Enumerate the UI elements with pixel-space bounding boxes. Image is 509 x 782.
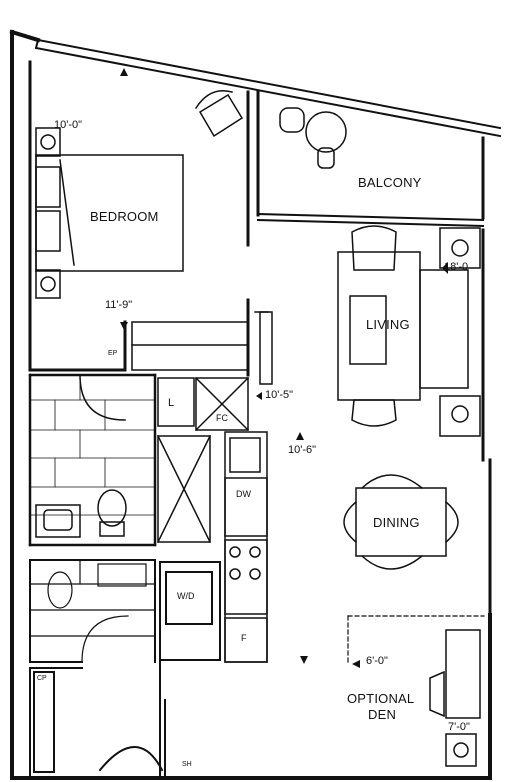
dim-bedroom-width: 10'-0" (54, 119, 83, 131)
bed (35, 154, 184, 272)
exterior-walls (9, 29, 492, 780)
powder-room (29, 559, 156, 663)
label-balcony: BALCONY (358, 175, 422, 190)
den-furniture (429, 629, 481, 767)
label-den-line2: DEN (368, 707, 397, 722)
label-washer-dryer: W/D (177, 591, 195, 601)
bedroom-closet (131, 311, 273, 385)
label-bedroom: BEDROOM (90, 209, 159, 224)
label-den-line1: OPTIONAL (347, 691, 415, 706)
label-living: LIVING (366, 317, 410, 332)
label-electrical-panel: EP (108, 350, 118, 357)
label-closet-cp: CP (37, 675, 47, 682)
dim-den-length: 7'-0" (448, 721, 470, 733)
dining-table (343, 474, 459, 570)
bathroom (28, 373, 157, 547)
entry-area (29, 659, 166, 779)
laundry (159, 561, 221, 661)
nightstands (35, 127, 61, 299)
dim-den-width: 6'-0" (366, 655, 388, 667)
dim-living-length: 10'-5" (265, 389, 294, 401)
label-shelf: SH (182, 761, 192, 768)
bathroom-tiles (29, 374, 156, 516)
label-coat-closet: FC (216, 413, 228, 423)
exterior-right (481, 136, 492, 614)
label-linen: L (168, 397, 175, 409)
powder-fixtures (29, 559, 156, 663)
label-fridge: F (241, 633, 247, 643)
bedroom-chair (194, 90, 244, 138)
bedroom-walls (28, 60, 260, 377)
kitchen (224, 431, 268, 663)
dim-bedroom-length: 11'-9" (105, 299, 133, 311)
balcony-furniture (279, 107, 347, 169)
label-dishwasher: DW (236, 489, 251, 499)
dim-dining-length: 10'-6" (288, 444, 317, 456)
den (347, 615, 485, 663)
label-dining: DINING (373, 515, 420, 530)
bathroom-fixtures (35, 374, 250, 544)
living-area (337, 225, 481, 437)
balcony-door (256, 212, 485, 228)
window-wall-top (34, 38, 502, 138)
dimension-arrows (120, 68, 448, 668)
dim-living-width: 18'-0 (444, 261, 469, 273)
